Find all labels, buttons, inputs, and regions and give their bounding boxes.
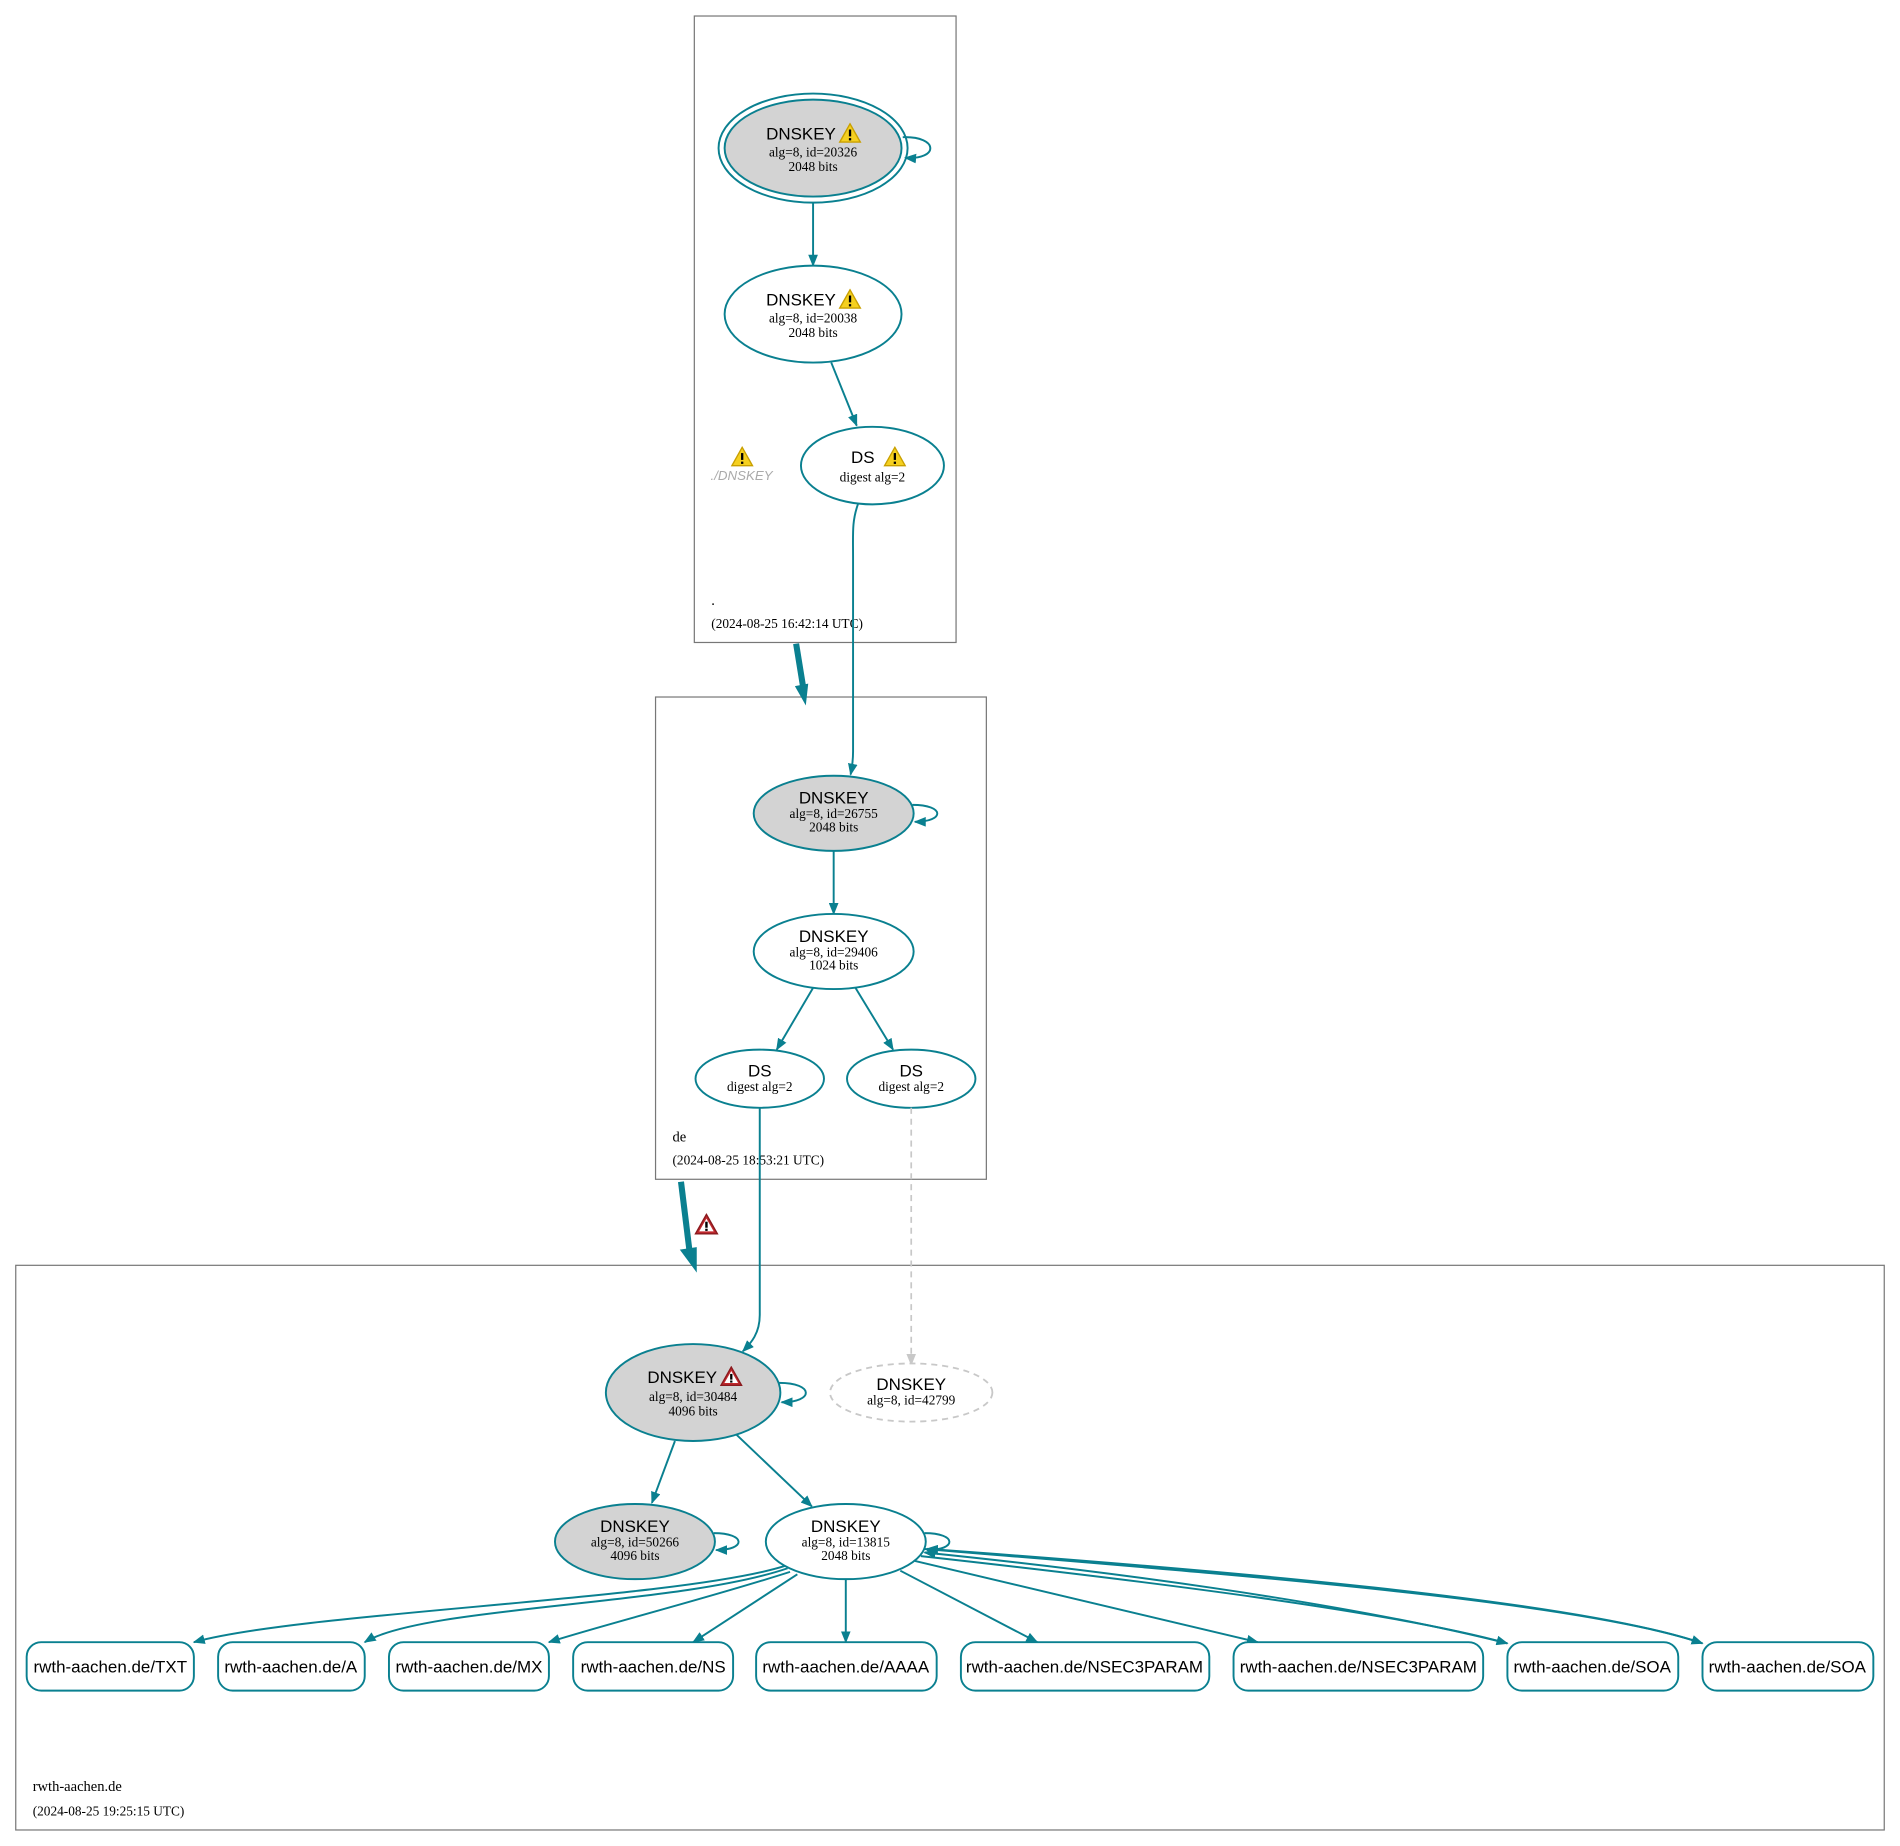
orphan-warning-label: ./DNSKEY (711, 468, 774, 483)
node-type: DNSKEY (876, 1375, 946, 1394)
edge (736, 1434, 813, 1508)
de-ds1-node[interactable]: DS digest alg=2 (694, 1048, 825, 1109)
record-label: rwth-aachen.de/SOA (1514, 1657, 1672, 1676)
node-bits: 1024 bits (809, 958, 858, 973)
record-soa-2[interactable]: rwth-aachen.de/SOA (1701, 1641, 1875, 1692)
zone-name: . (711, 593, 715, 609)
edge (775, 987, 814, 1051)
record-nsec3param-1[interactable]: rwth-aachen.de/NSEC3PARAM (959, 1641, 1211, 1692)
node-detail: alg=8, id=13815 (802, 1534, 891, 1549)
root-ksk-node[interactable]: DNSKEY alg=8, id=20326 2048 bits (717, 92, 932, 204)
record-label: rwth-aachen.de/TXT (33, 1657, 187, 1676)
node-detail: alg=8, id=42799 (867, 1393, 956, 1408)
node-bits: 2048 bits (788, 325, 837, 340)
node-type: DNSKEY (766, 291, 836, 310)
record-label: rwth-aachen.de/SOA (1709, 1657, 1867, 1676)
record-label: rwth-aachen.de/A (224, 1657, 358, 1676)
record-mx[interactable]: rwth-aachen.de/MX (387, 1641, 550, 1692)
node-detail: digest alg=2 (727, 1079, 793, 1094)
edge-ds-to-de-ksk (848, 504, 859, 776)
record-ns[interactable]: rwth-aachen.de/NS (572, 1641, 735, 1692)
node-type: DNSKEY (600, 1517, 670, 1536)
node-bits: 2048 bits (788, 159, 837, 174)
record-txt[interactable]: rwth-aachen.de/TXT (25, 1641, 195, 1692)
node-type: DS (899, 1061, 923, 1080)
node-detail: alg=8, id=20038 (769, 311, 858, 326)
node-bits: 4096 bits (669, 1404, 718, 1419)
node-detail: digest alg=2 (878, 1079, 944, 1094)
node-detail: alg=8, id=20326 (769, 145, 858, 160)
record-aaaa[interactable]: rwth-aachen.de/AAAA (755, 1641, 938, 1692)
delegation-arrowhead (679, 1247, 697, 1273)
edge (854, 987, 894, 1051)
de-ds2-node[interactable]: DS digest alg=2 (846, 1048, 977, 1109)
rwth-missing-key-node[interactable]: DNSKEY alg=8, id=42799 (829, 1362, 994, 1423)
node-detail: digest alg=2 (840, 469, 906, 484)
edge (651, 1440, 676, 1504)
record-nsec3param-2[interactable]: rwth-aachen.de/NSEC3PARAM (1232, 1641, 1485, 1692)
node-type: DS (748, 1061, 772, 1080)
record-a[interactable]: rwth-aachen.de/A (217, 1641, 366, 1692)
zone-timestamp: (2024-08-25 18:53:21 UTC) (673, 1153, 825, 1168)
zone-rwth-box (15, 1264, 1885, 1831)
record-label: rwth-aachen.de/NS (581, 1657, 726, 1676)
root-ds-node[interactable]: DS digest alg=2 (799, 425, 945, 506)
node-detail: alg=8, id=50266 (591, 1534, 680, 1549)
node-type: DNSKEY (766, 125, 836, 144)
edge-ds-to-rwth-ksk (741, 1107, 761, 1353)
node-type: DNSKEY (647, 1368, 717, 1387)
record-soa-1[interactable]: rwth-aachen.de/SOA (1506, 1641, 1680, 1692)
delegation-root-de (793, 643, 807, 690)
node-detail: alg=8, id=26755 (790, 806, 879, 821)
node-type: DNSKEY (799, 789, 869, 808)
delegation-arrowhead (794, 683, 809, 706)
zone-timestamp: (2024-08-25 16:42:14 UTC) (711, 616, 863, 631)
record-label: rwth-aachen.de/MX (395, 1657, 542, 1676)
rwth-zsk-node[interactable]: DNSKEY alg=8, id=13815 2048 bits (764, 1503, 951, 1581)
node-type: DNSKEY (799, 927, 869, 946)
root-zsk-node[interactable]: DNSKEY alg=8, id=20038 2048 bits (723, 264, 903, 364)
record-label: rwth-aachen.de/NSEC3PARAM (1240, 1657, 1477, 1676)
de-ksk-node[interactable]: DNSKEY alg=8, id=26755 2048 bits (752, 774, 939, 852)
node-detail: alg=8, id=29406 (790, 944, 879, 959)
node-detail: alg=8, id=30484 (649, 1389, 738, 1404)
zone-name: rwth-aachen.de (33, 1779, 122, 1795)
delegation-error-icon[interactable] (694, 1213, 719, 1235)
zone-timestamp: (2024-08-25 19:25:15 UTC) (33, 1803, 185, 1818)
rwth-ksk2-node[interactable]: DNSKEY alg=8, id=50266 4096 bits (554, 1503, 740, 1581)
rwth-ksk-node[interactable]: DNSKEY alg=8, id=30484 4096 bits (604, 1343, 807, 1442)
record-label: rwth-aachen.de/AAAA (762, 1657, 929, 1676)
orphan-warning-icon[interactable] (731, 446, 754, 467)
record-edges (192, 1544, 1704, 1646)
node-bits: 4096 bits (610, 1548, 659, 1563)
de-zsk-node[interactable]: DNSKEY alg=8, id=29406 1024 bits (752, 912, 915, 991)
edge (830, 362, 858, 427)
node-type: DS (851, 448, 875, 467)
record-label: rwth-aachen.de/NSEC3PARAM (966, 1657, 1203, 1676)
node-bits: 2048 bits (821, 1548, 870, 1563)
node-type: DNSKEY (811, 1517, 881, 1536)
node-bits: 2048 bits (809, 820, 858, 835)
delegation-de-rwth (677, 1181, 693, 1252)
zone-de-box (654, 696, 987, 1180)
zone-name: de (673, 1130, 687, 1146)
zone-root-box (693, 15, 957, 644)
